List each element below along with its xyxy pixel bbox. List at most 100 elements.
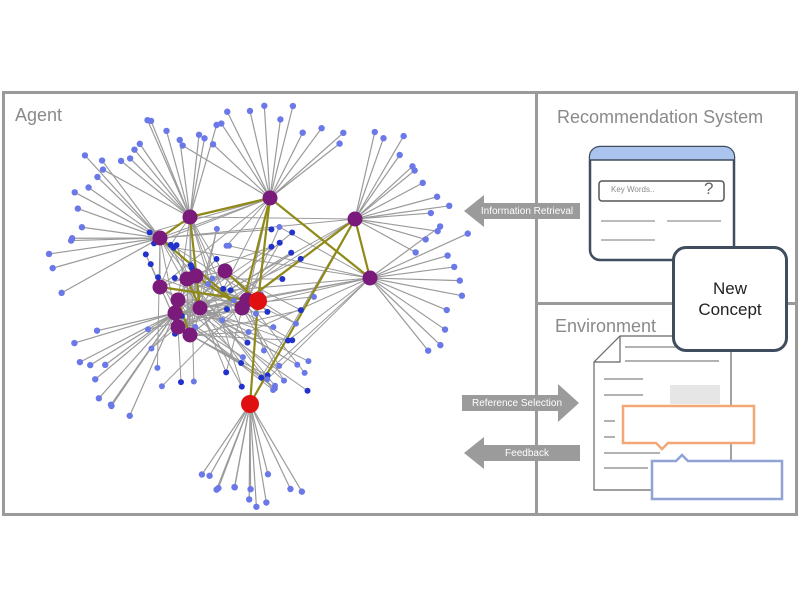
new-concept-box: New Concept [672,246,788,352]
graph-edge [249,403,269,475]
leaf-node [245,496,253,503]
highlighted-node [241,395,259,413]
graph-edge [354,212,431,220]
graph-edge [226,197,271,247]
highlighted-node [249,292,267,310]
graph-edge [354,205,450,220]
core-node [192,324,199,331]
core-node [142,251,149,258]
leaf-node [434,227,441,235]
question-mark-icon: ? [704,179,714,198]
environment-title: Environment [555,316,657,336]
graph-edge [129,157,191,218]
graph-edge [369,277,463,297]
core-node [223,242,230,249]
core-node [245,329,252,336]
graph-edge [199,277,371,309]
reference-selection-arrow [462,384,579,422]
leaf-node [424,347,432,354]
graph-edge [201,403,251,475]
core-node [260,347,267,354]
information-retrieval-label: Information Retrieval [480,205,574,217]
hub-node [192,300,208,316]
graph-edge [260,277,371,379]
graph-nodes [45,102,471,510]
graph-edge [175,270,226,321]
leaf-node [411,167,418,174]
graph-edge [94,312,176,380]
core-node [209,275,216,282]
core-node [288,249,295,256]
leaf-node [58,289,65,297]
browser-window [588,145,736,262]
leaf-node [98,157,106,164]
graph-edge [189,216,243,387]
hub-node [152,230,168,246]
graph-edge [199,228,218,309]
graph-edge [269,132,304,199]
leaf-node [68,235,76,242]
graph-edge [134,149,191,218]
leaf-node [99,166,107,173]
graph-edge [269,127,323,199]
hub-node [167,305,183,321]
leaf-node [340,129,347,137]
graph-edge [212,143,271,199]
graph-edge [104,312,176,366]
graph-edge [189,134,200,218]
leaf-node [95,395,103,402]
graph-edge [102,169,191,218]
leaf-node [412,249,419,256]
reference-callout [650,453,784,501]
core-node [264,376,271,383]
leaf-node [277,116,284,123]
leaf-node [85,184,92,191]
leaf-node [74,205,82,212]
leaf-node [380,134,387,142]
leaf-node [117,157,125,165]
core-node [279,276,286,283]
graph-edge [369,277,460,282]
core-node [270,386,277,393]
core-node [294,361,301,368]
graph-edge [177,326,182,383]
leaf-node [264,471,272,478]
graph-edge [199,307,248,344]
hub-node [182,327,198,343]
leaf-node [131,146,138,153]
graph-edge [269,143,340,199]
core-node [220,285,227,292]
graph-edge [354,218,438,232]
core-node [276,239,283,246]
leaf-node [71,189,78,196]
agent-title: Agent [15,105,63,125]
recommendation-system-title: Recommendation System [557,107,764,127]
hub-node [182,209,198,225]
leaf-node [147,117,155,125]
graph-edge [249,110,271,199]
graph-edge [174,312,274,391]
core-node [268,243,275,250]
information-retrieval-arrow [464,195,580,227]
leaf-node [436,223,444,230]
leaf-node [287,485,294,493]
leaf-node [87,361,94,369]
graph-edge [369,277,429,352]
graph-edge [189,216,280,367]
graph-edge [269,119,281,199]
graph-edge [129,312,176,417]
leaf-node [81,152,89,159]
core-node [190,378,197,385]
graph-edge [226,111,271,199]
graph-edge [249,403,257,507]
graph-edge [98,312,176,399]
core-node [223,306,230,313]
leaf-node [76,358,84,366]
graph-edge [263,105,271,199]
search-placeholder-text: Key Words.. [611,185,655,194]
leaf-node [441,326,449,333]
graph-edge [179,139,191,218]
graph-edge [120,160,191,218]
graph-edge [88,187,161,239]
